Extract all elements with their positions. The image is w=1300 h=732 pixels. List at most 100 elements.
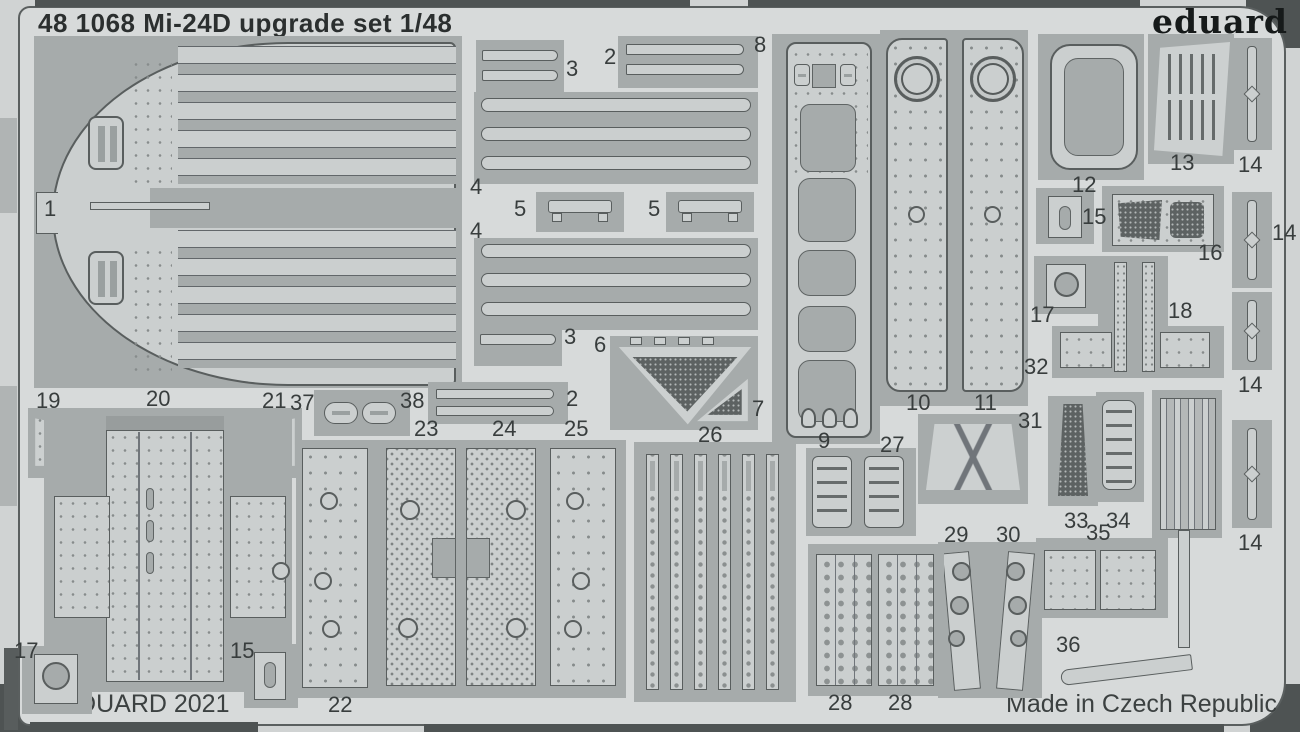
part-3-frame [474, 326, 562, 366]
part-label-28: 28 [828, 690, 853, 715]
part-5-bracket [678, 200, 742, 213]
part-8-cutout [798, 178, 856, 242]
part-label-4: 4 [470, 218, 483, 243]
part-20-slot [146, 552, 154, 574]
part-label-21: 21 [262, 388, 287, 413]
part-label-10: 10 [906, 390, 931, 415]
part-4-strip [481, 127, 751, 141]
part-label-2: 2 [566, 386, 579, 411]
part-3-strip [482, 50, 558, 61]
part-20-slot [146, 488, 154, 510]
part-16-mesh [1170, 202, 1204, 238]
part-8-cutout [800, 104, 856, 172]
part-label-9: 9 [818, 428, 831, 453]
part-label-3: 3 [566, 56, 579, 81]
part-label-35: 35 [1086, 520, 1111, 545]
part-label-1: 1 [44, 196, 57, 221]
part-1-louver-panel [88, 116, 124, 170]
part-3-frame [476, 40, 564, 94]
part-3-strip [482, 70, 558, 81]
part-2-strip [626, 44, 744, 55]
part-25-hole [572, 572, 590, 590]
part-label-20: 20 [146, 386, 171, 411]
part-9-dome [843, 408, 858, 428]
part-30-hole [1006, 562, 1025, 581]
part-20-top-band [106, 416, 224, 430]
part-label-27: 27 [880, 432, 905, 457]
part-4-strip [481, 302, 751, 316]
part-label-23: 23 [414, 416, 439, 441]
part-label-14: 14 [1272, 220, 1297, 245]
part-28-plate [816, 554, 872, 686]
part-5-foot [682, 213, 692, 222]
part-9-dome [801, 408, 816, 428]
part-label-16: 16 [1198, 240, 1223, 265]
part-27-louvers [817, 462, 847, 522]
part-label-38: 38 [400, 388, 425, 413]
part-label-33: 33 [1064, 508, 1089, 533]
part-label-31: 31 [1018, 408, 1043, 433]
part-29-hole [950, 596, 969, 615]
part-13-louvers [1164, 100, 1218, 140]
part-25-hole [564, 620, 582, 638]
part-label-7: 7 [752, 396, 765, 421]
part-11-ring [970, 56, 1016, 102]
part-6-tab [630, 337, 642, 345]
sheet-title: 48 1068 Mi-24D upgrade set 1/48 [38, 8, 453, 38]
part-22-hole [320, 492, 338, 510]
part-20-left-wing [54, 496, 110, 618]
part-label-14: 14 [1238, 152, 1263, 177]
part-4-strip [481, 98, 751, 112]
part-label-5: 5 [514, 196, 527, 221]
part-16-mesh [1118, 200, 1162, 240]
part-5-bracket [548, 200, 612, 213]
part-1-slats-top [178, 46, 456, 184]
edge-bar-top-right [748, 0, 1140, 7]
part-5-foot [552, 213, 562, 222]
origin-text: Made in Czech Republic [1006, 690, 1277, 718]
part-15-slot [1059, 206, 1071, 230]
part-2-strip [436, 389, 554, 399]
part-18-rib [1114, 262, 1127, 372]
part-24-notch [466, 538, 490, 578]
part-26-strip [718, 454, 731, 690]
part-8-square-cutout [812, 64, 836, 88]
part-26-strip [694, 454, 707, 690]
part-label-22: 22 [328, 692, 353, 717]
part-1-label-tab [36, 192, 58, 234]
part-25-hole [566, 492, 584, 510]
part-33-mesh-strip [1058, 404, 1088, 496]
part-label-3: 3 [564, 324, 577, 349]
part-label-25: 25 [564, 416, 589, 441]
part-4-strip [481, 273, 751, 287]
part-8-grommet [840, 64, 856, 86]
part-1-slats-bottom [178, 230, 456, 368]
edge-notch-dark [4, 648, 18, 730]
part-36-column [1160, 398, 1216, 530]
part-26-strip [670, 454, 683, 690]
part-13-louvers [1164, 54, 1218, 94]
part-5-foot [598, 213, 608, 222]
part-1-rivet-rows [130, 246, 172, 374]
part-17-hole [1054, 272, 1079, 297]
part-11-hole [984, 206, 1001, 223]
part-label-17: 17 [14, 638, 39, 663]
part-23-notch [432, 538, 456, 578]
edge-bar-bottom-right [424, 724, 1224, 732]
part-label-11: 11 [974, 390, 997, 415]
part-1-rivet-rows [130, 58, 172, 186]
part-18-frame [1098, 256, 1168, 336]
part-36-stem [1178, 530, 1190, 648]
part-24-hole [506, 618, 526, 638]
part-27-louvers [869, 462, 899, 522]
part-label-30: 30 [996, 522, 1021, 547]
part-label-18: 18 [1168, 298, 1193, 323]
part-35-plate [1044, 550, 1096, 610]
part-1-hinge-strip [90, 202, 210, 210]
part-label-17: 17 [1030, 302, 1055, 327]
part-1-louver-panel [88, 251, 124, 305]
part-label-26: 26 [698, 422, 723, 447]
part-20-center-panel [106, 430, 224, 682]
part-label-15: 15 [230, 638, 255, 663]
